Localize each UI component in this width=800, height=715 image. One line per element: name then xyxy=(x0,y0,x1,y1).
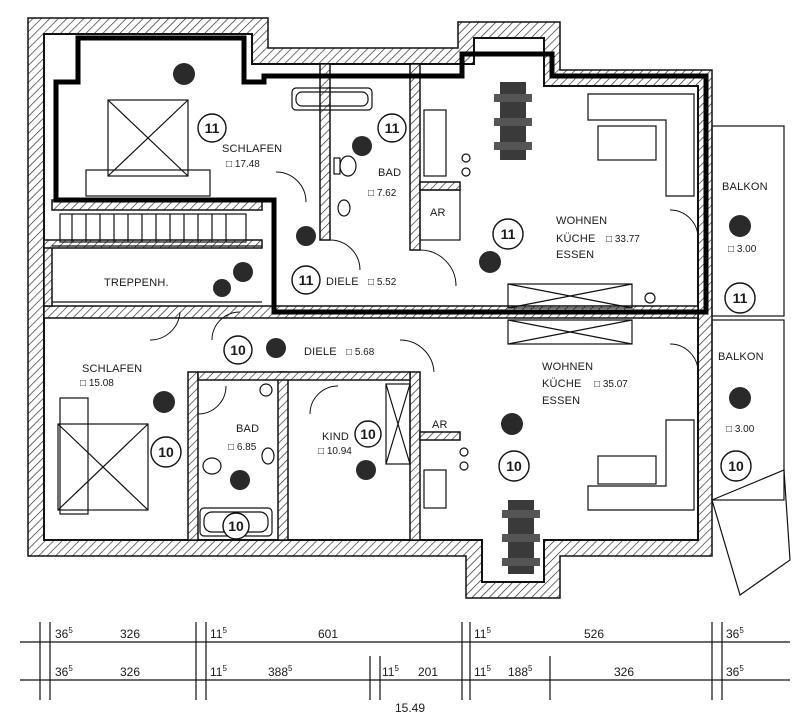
unit-label-bad-upper: 11 xyxy=(385,120,400,136)
room-name-bad-upper: BAD xyxy=(378,167,401,179)
sofa-lower xyxy=(587,419,695,511)
staircase xyxy=(52,213,262,303)
room-name-essen-upper: ESSEN xyxy=(556,249,594,261)
room-area-bad-lower: □ 6.85 xyxy=(228,442,257,453)
toilet-lower xyxy=(202,383,275,475)
dim-row1-3: 601 xyxy=(318,627,338,641)
room-name-kind: KIND xyxy=(322,431,349,443)
room-area-balkon-lower: □ 3.00 xyxy=(726,424,755,435)
room-name-ar-lower: AR xyxy=(432,419,448,431)
room-area-diele-upper: □ 5.52 xyxy=(368,277,397,288)
room-name-essen-lower: ESSEN xyxy=(542,395,580,407)
room-area-balkon-upper: □ 3.00 xyxy=(728,244,757,255)
room-area-schlafen-lower: □ 15.08 xyxy=(80,378,114,389)
dimension-total: 15.49 xyxy=(395,701,425,715)
room-name-ar-upper: AR xyxy=(430,207,446,219)
bathtub-upper xyxy=(291,87,373,111)
dim-row1-1: 326 xyxy=(120,627,140,641)
unit-label-bad-lower: 10 xyxy=(228,518,244,534)
room-name-diele-lower: DIELE xyxy=(304,346,337,358)
dim-row2-9: 365 xyxy=(726,664,744,679)
closet-upper xyxy=(419,189,461,241)
dim-row2-8: 326 xyxy=(614,665,634,679)
dim-row1-2: 115 xyxy=(210,626,227,641)
unit-label-wohnen-upper: 11 xyxy=(501,226,516,242)
dimension-lines xyxy=(20,622,790,700)
dim-row2-2: 115 xyxy=(210,664,227,679)
dimension-row-1: 365 326 115 601 115 526 365 xyxy=(55,626,744,641)
room-name-schlafen-lower: SCHLAFEN xyxy=(82,363,142,375)
unit-markers: 11 11 11 11 11 10 10 10 10 10 10 xyxy=(150,113,756,540)
dim-row1-5: 526 xyxy=(584,627,604,641)
room-name-treppenh: TREPPENH. xyxy=(104,277,169,289)
room-name-schlafen-upper: SCHLAFEN xyxy=(222,143,282,155)
balcony-structures xyxy=(711,125,791,596)
doors xyxy=(149,171,699,415)
room-labels: SCHLAFEN □ 17.48 BAD □ 7.62 AR WOHNEN KÜ… xyxy=(80,143,768,457)
bed-upper xyxy=(85,99,211,197)
unit-label-balkon-upper: 11 xyxy=(733,290,748,306)
unit-label-diele-lower: 10 xyxy=(230,342,246,358)
room-area-wohnen-lower: □ 35.07 xyxy=(594,379,628,390)
unit-label-wohnen-lower: 10 xyxy=(506,458,522,474)
room-name-kueche-upper: KÜCHE xyxy=(556,233,596,245)
unit-label-schlafen-upper: 11 xyxy=(205,120,220,136)
room-name-kueche-lower: KÜCHE xyxy=(542,378,582,390)
unit-boundary xyxy=(53,35,709,315)
unit-label-balkon-lower: 10 xyxy=(728,458,744,474)
dim-row1-4: 115 xyxy=(474,626,491,641)
bed-lower xyxy=(57,397,149,515)
ceiling-lights xyxy=(153,63,751,490)
room-area-schlafen-upper: □ 17.48 xyxy=(226,159,260,170)
dim-row2-4: 115 xyxy=(382,664,399,679)
toilet-upper xyxy=(333,155,357,217)
dim-row2-6: 115 xyxy=(474,664,491,679)
dimension-row-2: 365 326 115 3885 115 201 115 1885 326 36… xyxy=(55,664,744,679)
dim-row1-0: 365 xyxy=(55,626,73,641)
room-area-wohnen-upper: □ 33.77 xyxy=(606,234,640,245)
unit-label-diele-upper: 11 xyxy=(299,272,314,288)
sofa-upper xyxy=(587,93,695,197)
dim-row2-1: 326 xyxy=(120,665,140,679)
dim-row1-6: 365 xyxy=(726,626,744,641)
room-area-bad-upper: □ 7.62 xyxy=(368,188,397,199)
room-name-wohnen-upper: WOHNEN xyxy=(556,215,607,227)
room-name-wohnen-lower: WOHNEN xyxy=(542,361,593,373)
room-area-kind: □ 10.94 xyxy=(318,446,352,457)
room-name-balkon-lower: BALKON xyxy=(718,351,764,363)
dining-table-upper xyxy=(494,82,532,160)
unit-label-kind: 10 xyxy=(360,426,376,442)
room-name-balkon-upper: BALKON xyxy=(722,181,768,193)
kitchen-upper xyxy=(423,109,656,309)
kitchen-lower xyxy=(385,319,633,509)
dim-row2-0: 365 xyxy=(55,664,73,679)
dim-row2-7: 1885 xyxy=(508,664,533,679)
room-name-bad-lower: BAD xyxy=(236,423,259,435)
room-area-diele-lower: □ 5.68 xyxy=(346,347,375,358)
dim-row2-3: 3885 xyxy=(268,664,293,679)
dim-row2-5: 201 xyxy=(418,665,438,679)
dining-table-lower xyxy=(502,500,540,574)
room-name-diele-upper: DIELE xyxy=(326,276,359,288)
unit-label-schlafen-lower: 10 xyxy=(158,444,174,460)
